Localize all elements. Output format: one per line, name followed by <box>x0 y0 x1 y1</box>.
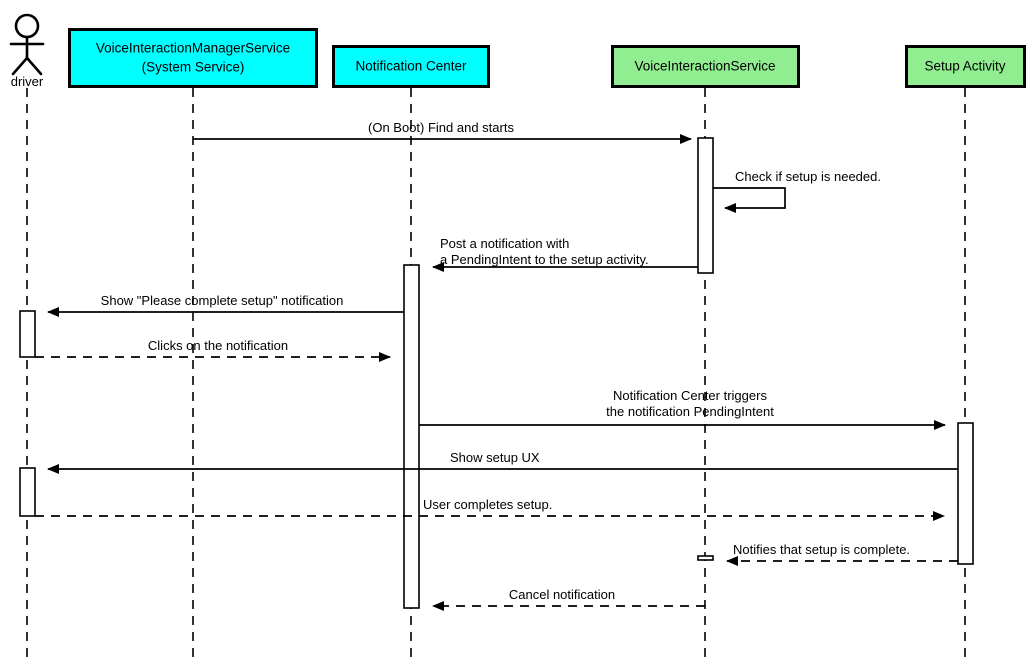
message-4-show-please-complete-setup-notification[interactable]: Show "Please complete setup" notificatio… <box>47 293 404 317</box>
participant-box-notification-center-rect <box>332 45 490 88</box>
participant-label-vims-line1: VoiceInteractionManagerService <box>96 41 290 56</box>
message-1-on-boot-find-and-starts[interactable]: (On Boot) Find and starts <box>193 120 692 144</box>
message-8-label: User completes setup. <box>423 497 552 512</box>
participant-box-vis[interactable]: VoiceInteractionService <box>611 45 800 88</box>
actor-driver[interactable]: driver <box>9 13 45 89</box>
participant-label-vims-line2: (System Service) <box>142 60 245 75</box>
message-3-label-line1: Post a notification with <box>440 236 569 251</box>
actor-leg-right-icon <box>25 56 43 76</box>
activation-driver-notification <box>19 310 36 358</box>
message-7-label: Show setup UX <box>450 450 540 465</box>
activation-setup-activity <box>957 422 974 565</box>
participant-label-notification-center: Notification Center <box>355 59 467 74</box>
participant-box-vis-rect <box>611 45 800 88</box>
message-9-label: Notifies that setup is complete. <box>733 542 910 557</box>
participant-box-notification-center[interactable]: Notification Center <box>332 45 490 88</box>
message-6-notification-center-triggers-pendingintent[interactable]: Notification Center triggers the notific… <box>419 388 946 430</box>
participant-label-setup-activity: Setup Activity <box>924 59 1005 74</box>
message-10-cancel-notification[interactable]: Cancel notification <box>432 587 705 611</box>
message-3-post-a-notification[interactable]: Post a notification with a PendingIntent… <box>432 236 698 272</box>
message-2-check-if-setup-is-needed[interactable]: Check if setup is needed. <box>713 169 881 213</box>
message-7-show-setup-ux[interactable]: Show setup UX <box>47 450 958 474</box>
message-10-label: Cancel notification <box>509 587 615 602</box>
participant-box-setup-activity-rect <box>905 45 1026 88</box>
participant-box-vims-rect <box>68 28 318 88</box>
activation-driver-setup <box>19 467 36 517</box>
actor-head-icon <box>14 13 40 39</box>
message-8-user-completes-setup[interactable]: User completes setup. <box>35 497 945 521</box>
message-5-clicks-on-the-notification[interactable]: Clicks on the notification <box>35 338 391 362</box>
participant-box-setup-activity[interactable]: Setup Activity <box>905 45 1026 88</box>
message-2-self-arrow <box>713 187 786 213</box>
message-2-label: Check if setup is needed. <box>735 169 881 184</box>
participant-label-vis: VoiceInteractionService <box>634 59 775 74</box>
message-1-label: (On Boot) Find and starts <box>368 120 514 135</box>
message-6-label-line2: the notification PendingIntent <box>606 404 774 419</box>
message-3-label-line2: a PendingIntent to the setup activity. <box>440 252 649 267</box>
message-4-label: Show "Please complete setup" notificatio… <box>101 293 344 308</box>
message-9-notifies-that-setup-is-complete[interactable]: Notifies that setup is complete. <box>726 542 958 566</box>
activation-bars <box>19 137 974 609</box>
activation-vis-complete <box>697 555 714 561</box>
actor-leg-left-icon <box>11 56 29 76</box>
participant-box-vims[interactable]: VoiceInteractionManagerService (System S… <box>68 28 318 88</box>
activation-vis-boot <box>697 137 714 274</box>
actor-label-driver: driver <box>11 74 44 89</box>
message-6-label-line1: Notification Center triggers <box>613 388 767 403</box>
activation-notification-center <box>403 264 420 609</box>
message-5-label: Clicks on the notification <box>148 338 288 353</box>
